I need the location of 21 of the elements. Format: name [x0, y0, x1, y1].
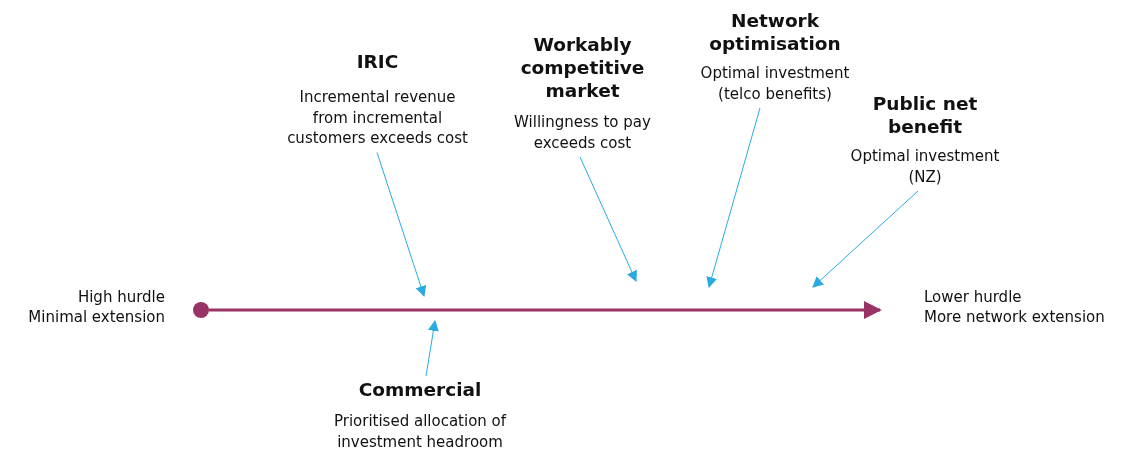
callout-text: Optimal investment (NZ): [850, 146, 1000, 187]
callout-heading: Public net benefit: [871, 92, 979, 138]
leader-arrow: [812, 190, 919, 288]
leader-arrow: [425, 319, 439, 377]
scale-end-label: High hurdle: [77, 287, 165, 307]
callout-heading: Network optimisation: [708, 9, 842, 55]
callout-text: Willingness to pay exceeds cost: [513, 112, 652, 153]
leader-arrow: [376, 152, 427, 298]
callout-text: Prioritised allocation of investment headroom: [332, 411, 508, 452]
start-dot: [193, 302, 209, 318]
leader-arrow: [579, 156, 637, 282]
callout-heading: Commercial: [358, 378, 482, 401]
scale-end-label: Lower hurdle: [924, 287, 1022, 307]
callout-text: Optimal investment (telco benefits): [699, 63, 851, 104]
callout-heading: Workably competitive market: [519, 33, 646, 102]
scale-arrow: [209, 301, 882, 319]
leader-arrow: [706, 107, 761, 289]
callout-heading: IRIC: [356, 50, 399, 73]
callout-text: Incremental revenue from incremental customers exceeds cost: [286, 87, 469, 149]
scale-end-label: More network extension: [924, 307, 1105, 327]
scale-end-label: Minimal extension: [28, 307, 165, 327]
